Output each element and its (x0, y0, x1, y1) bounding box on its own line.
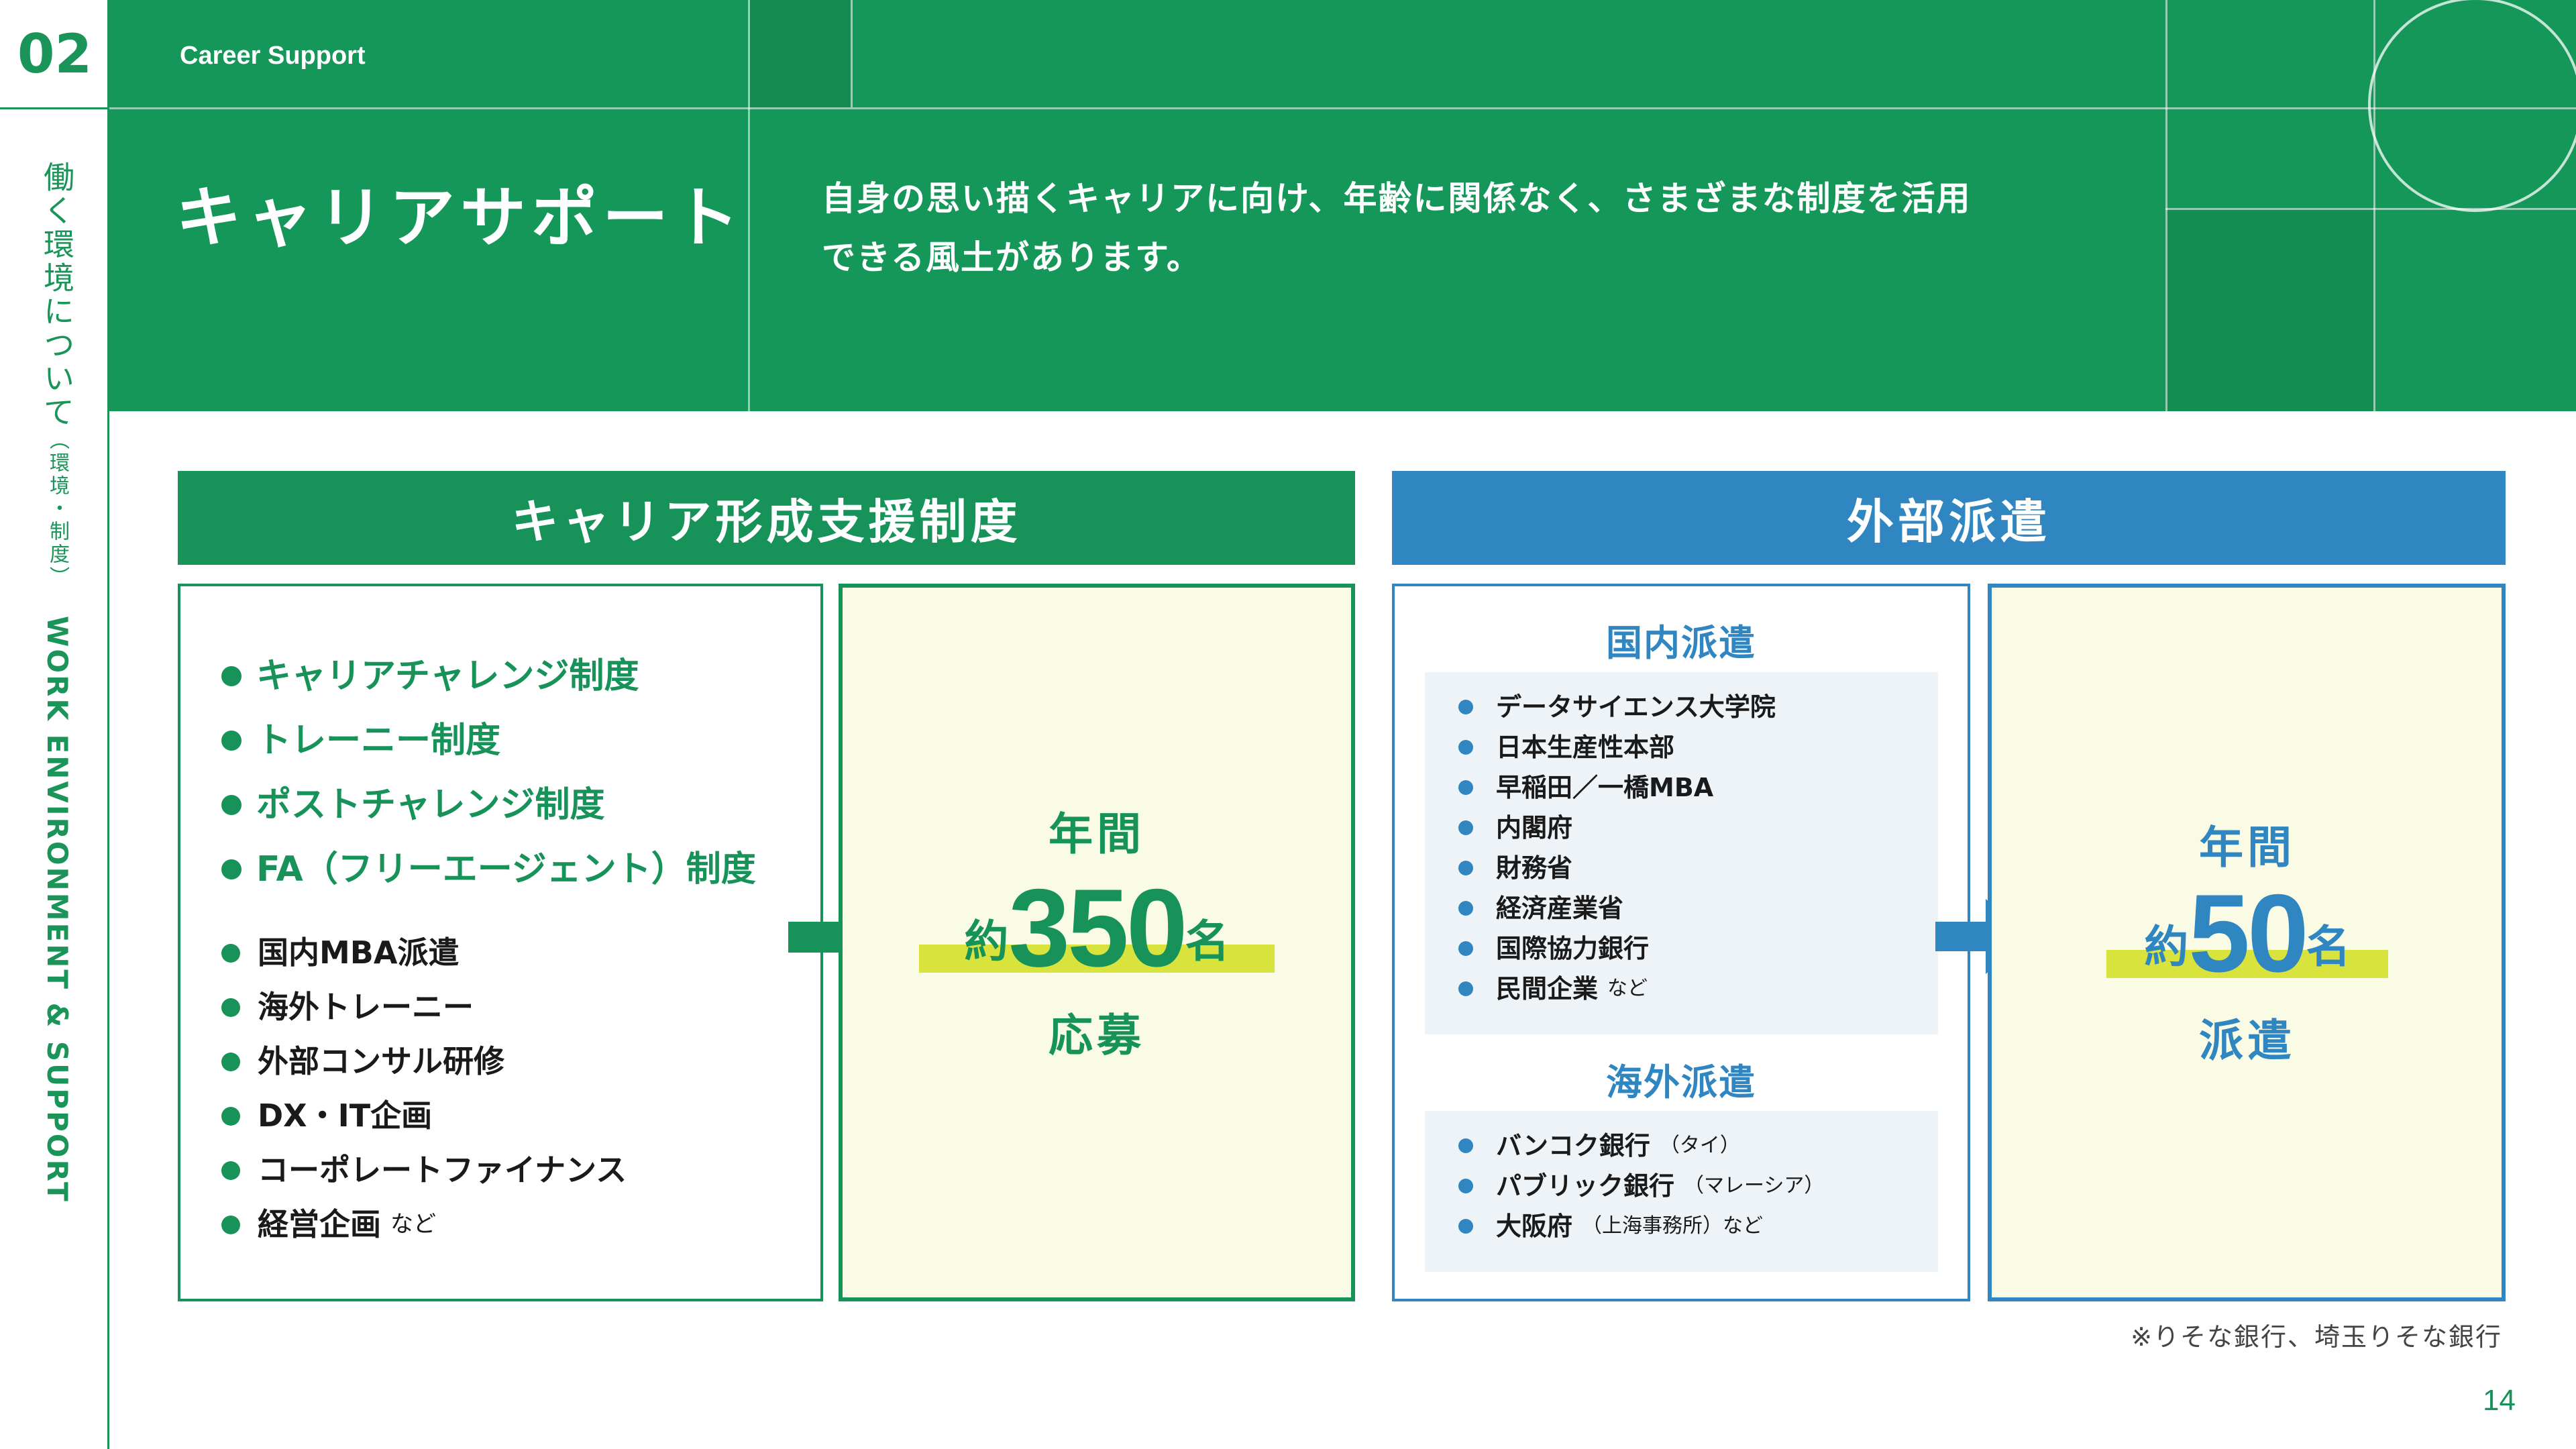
list-item: FA（フリーエージェント）制度 (221, 837, 756, 902)
list-item: 日本生産性本部 (1425, 727, 1938, 767)
section-number: 02 (0, 0, 109, 109)
bullet-dot-icon (1458, 861, 1473, 875)
bullet-dot-icon (221, 795, 241, 815)
bullet-dot-icon (1458, 1219, 1473, 1234)
count-period: 年間 (2199, 822, 2296, 873)
bullet-dot-icon (1458, 700, 1473, 714)
side-label-jp-sub: （環境・制度） (46, 429, 69, 589)
count-caption: 応募 (1049, 1010, 1145, 1061)
list-item: 早稲田／一橋MBA (1425, 767, 1938, 808)
list-item: パブリック銀行（マレーシア） (1425, 1166, 1938, 1206)
career-formation-heading: キャリア形成支援制度 (178, 471, 1355, 565)
count-prefix: 約 (2144, 921, 2189, 973)
list-item: 内閣府 (1425, 808, 1938, 848)
count-prefix: 約 (964, 916, 1009, 967)
bullet-dot-icon (1458, 981, 1473, 996)
circle-decoration (2368, 0, 2576, 212)
page-title: キャリアサポート (176, 180, 745, 256)
header-grid-line (109, 107, 2576, 109)
bullet-dot-icon (1458, 740, 1473, 755)
header-description: 自身の思い描くキャリアに向け、年齢に関係なく、さまざまな制度を活用 できる風土が… (822, 169, 2096, 287)
bullet-dot-icon (221, 731, 241, 751)
dispatch-panel: 国内派遣 データサイエンス大学院 日本生産性本部 早稲田／一橋MBA 内閣府 財… (1392, 584, 1970, 1301)
bullet-dot-icon (1458, 780, 1473, 795)
header-grid-line (748, 0, 750, 411)
bullet-dot-icon (1458, 820, 1473, 835)
count-highlight (2106, 950, 2388, 978)
dispatch-count-panel (1988, 584, 2506, 1301)
left-rail (0, 0, 109, 1449)
overseas-dispatch-heading: 海外派遣 (1606, 1061, 1756, 1104)
header-band (109, 0, 2576, 411)
major-program-list: キャリアチャレンジ制度 トレーニー制度 ポストチャレンジ制度 FA（フリーエージ… (221, 644, 756, 902)
bullet-dot-icon (221, 1106, 240, 1126)
minor-program-list: 国内MBA派遣 海外トレーニー 外部コンサル研修 DX・IT企画 コーポレートフ… (221, 926, 627, 1252)
header-grid-line (2373, 0, 2375, 411)
list-item: 民間企業など (1425, 969, 1938, 1009)
page-number: 14 (2483, 1384, 2516, 1417)
count-number: 350 (1008, 866, 1187, 989)
bullet-dot-icon (221, 1161, 240, 1180)
list-item: 海外トレーニー (221, 980, 627, 1034)
list-item: トレーニー制度 (221, 708, 756, 773)
domestic-dispatch-heading: 国内派遣 (1606, 622, 1756, 664)
header-grid-line (2165, 0, 2167, 411)
list-item: DX・IT企画 (221, 1089, 627, 1143)
list-item: 経済産業省 (1425, 888, 1938, 928)
header-eyebrow: Career Support (180, 42, 366, 70)
count-caption: 派遣 (2199, 1015, 2296, 1067)
list-item: キャリアチャレンジ制度 (221, 644, 756, 708)
domestic-dispatch-list: データサイエンス大学院 日本生産性本部 早稲田／一橋MBA 内閣府 財務省 経済… (1425, 687, 1938, 1009)
side-label-en: WORK ENVIRONMENT & SUPPORT (41, 616, 74, 1203)
list-item: 国内MBA派遣 (221, 926, 627, 980)
programs-panel (178, 584, 823, 1301)
list-item: データサイエンス大学院 (1425, 687, 1938, 727)
bullet-dot-icon (221, 943, 240, 963)
bullet-dot-icon (1458, 1179, 1473, 1193)
list-item: 国際協力銀行 (1425, 928, 1938, 969)
domestic-dispatch-box: データサイエンス大学院 日本生産性本部 早稲田／一橋MBA 内閣府 財務省 経済… (1425, 672, 1938, 1034)
application-count-panel (839, 584, 1355, 1301)
list-item: 財務省 (1425, 848, 1938, 888)
side-section-label: 働く環境について（環境・制度） WORK ENVIRONMENT & SUPPOR… (27, 161, 87, 1203)
bullet-dot-icon (221, 1215, 240, 1234)
bullet-dot-icon (221, 859, 241, 879)
count-suffix: 名 (1185, 916, 1230, 967)
bullet-dot-icon (1458, 901, 1473, 916)
overseas-dispatch-box: バンコク銀行（タイ） パブリック銀行（マレーシア） 大阪府（上海事務所）など (1425, 1111, 1938, 1272)
count-line: 約 350 名 (919, 871, 1275, 985)
application-count: 年間 約 350 名 応募 (919, 798, 1275, 1064)
description-line: 自身の思い描くキャリアに向け、年齢に関係なく、さまざまな制度を活用 (822, 179, 1972, 218)
bullet-dot-icon (221, 1052, 240, 1071)
list-item: ポストチャレンジ制度 (221, 773, 756, 837)
footnote: ※りそな銀行、埼玉りそな銀行 (2131, 1322, 2502, 1352)
list-item: コーポレートファイナンス (221, 1143, 627, 1197)
header-decor-tile (2165, 208, 2373, 411)
external-dispatch-heading: 外部派遣 (1392, 471, 2506, 565)
dispatch-count: 年間 約 50 名 派遣 (2106, 812, 2388, 1069)
description-line: できる風土があります。 (822, 238, 1201, 277)
bullet-dot-icon (221, 666, 241, 686)
count-number: 50 (2188, 871, 2309, 995)
header-decor-tile (750, 0, 851, 107)
count-period: 年間 (1049, 808, 1145, 860)
overseas-dispatch-list: バンコク銀行（タイ） パブリック銀行（マレーシア） 大阪府（上海事務所）など (1425, 1126, 1938, 1246)
list-item: バンコク銀行（タイ） (1425, 1126, 1938, 1166)
header-grid-line (851, 0, 853, 107)
bullet-dot-icon (221, 998, 240, 1017)
list-item: 大阪府（上海事務所）など (1425, 1206, 1938, 1246)
bullet-dot-icon (1458, 941, 1473, 956)
side-label-jp: 働く環境について (39, 161, 75, 429)
count-highlight (919, 945, 1275, 973)
count-suffix: 名 (2306, 921, 2351, 973)
bullet-dot-icon (1458, 1138, 1473, 1153)
header-grid-line (2165, 208, 2576, 210)
list-item: 外部コンサル研修 (221, 1034, 627, 1089)
count-line: 約 50 名 (2106, 876, 2388, 990)
list-item: 経営企画など (221, 1197, 627, 1252)
